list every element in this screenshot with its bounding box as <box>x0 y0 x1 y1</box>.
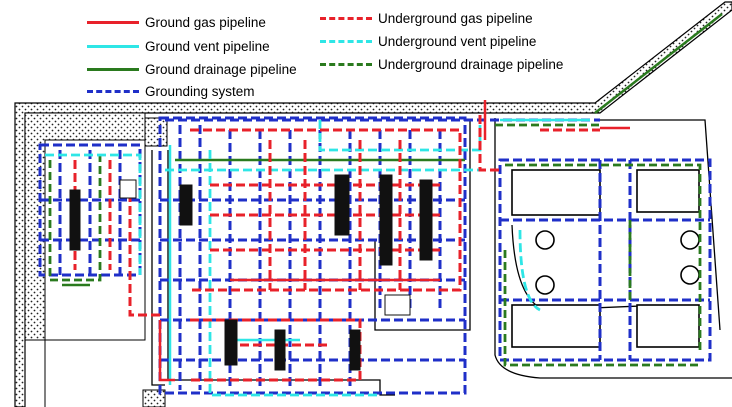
legend-label: Underground vent pipeline <box>378 33 537 49</box>
legend-item-underground-vent: Underground vent pipeline <box>320 32 536 50</box>
legend-item-grounding-system: Grounding system <box>87 82 255 100</box>
legend-swatch <box>320 16 372 20</box>
legend-item-ground-drainage: Ground drainage pipeline <box>87 60 297 78</box>
legend-swatch <box>320 39 372 43</box>
ground-drainage-lines <box>62 13 723 287</box>
legend-swatch <box>87 89 139 93</box>
legend-label: Ground drainage pipeline <box>145 61 297 77</box>
legend-item-ground-gas: Ground gas pipeline <box>87 13 266 31</box>
legend-label: Underground drainage pipeline <box>378 56 564 72</box>
ground-gas-lines <box>158 100 630 382</box>
legend-label: Ground vent pipeline <box>145 38 270 54</box>
legend-swatch <box>320 62 372 66</box>
legend-swatch <box>87 67 139 71</box>
equipment-blocks <box>69 174 433 371</box>
legend-item-ground-vent: Ground vent pipeline <box>87 37 270 55</box>
legend-label: Underground gas pipeline <box>378 10 533 26</box>
legend-swatch <box>87 44 139 48</box>
underground-vent-lines <box>45 120 541 397</box>
legend-label: Ground gas pipeline <box>145 14 266 30</box>
legend-label: Grounding system <box>145 83 255 99</box>
legend-swatch <box>87 20 139 24</box>
underground-drainage-lines <box>48 123 702 367</box>
grounding-system-lines <box>38 116 712 395</box>
ground-vent-lines <box>168 118 590 385</box>
legend-item-underground-drainage: Underground drainage pipeline <box>320 55 563 73</box>
storage-tanks <box>511 169 700 348</box>
legend-item-underground-gas: Underground gas pipeline <box>320 9 533 27</box>
